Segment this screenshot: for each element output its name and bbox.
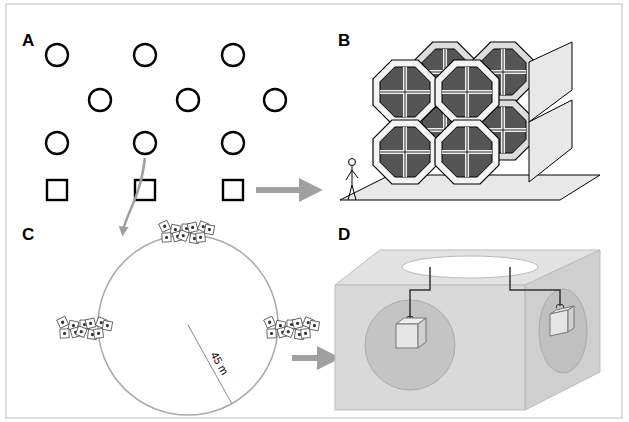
cube-structure — [335, 250, 600, 410]
panel-letter: D — [338, 226, 350, 243]
radius-line — [188, 325, 232, 404]
dimension-label: 45 m — [208, 349, 230, 377]
panel-letter: B — [338, 32, 350, 49]
person — [346, 159, 358, 201]
panel-letter: A — [22, 32, 34, 49]
lattice-structure — [340, 42, 600, 200]
layout-symbols — [46, 44, 286, 200]
orbit-circle — [98, 235, 278, 415]
frame — [6, 4, 622, 418]
cube-clusters — [57, 220, 320, 339]
panel-letter: C — [22, 226, 34, 243]
arrows — [123, 158, 330, 358]
